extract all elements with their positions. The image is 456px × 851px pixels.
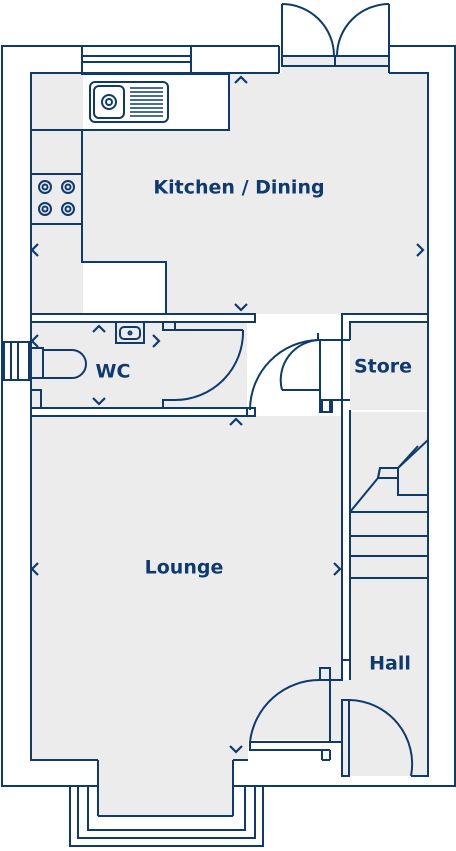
measurement-arrow-icon <box>234 303 248 312</box>
french-doors-icon <box>281 3 390 67</box>
basin-icon <box>115 321 145 344</box>
room-fills <box>31 56 428 816</box>
lounge-floor <box>31 416 342 816</box>
room-label-lounge: Lounge <box>144 556 224 579</box>
measurement-arrow-icon <box>416 243 425 257</box>
measurement-arrow-icon <box>333 562 342 576</box>
right-wall <box>343 45 456 787</box>
kitchen-left-floor <box>31 73 83 314</box>
toilet-icon <box>30 347 87 379</box>
measurement-arrow-icon <box>30 334 39 348</box>
measurement-arrow-icon <box>229 417 243 426</box>
room-label-hall: Hall <box>369 652 411 675</box>
left-wall <box>1 45 98 787</box>
store-door-swing-icon <box>279 339 321 391</box>
staircase-icon <box>349 439 429 579</box>
store-floor <box>350 322 428 410</box>
measurement-arrow-icon <box>30 562 39 576</box>
measurement-arrow-icon <box>92 397 106 406</box>
wc-door-swing-icon <box>174 329 245 401</box>
measurement-arrow-icon <box>229 745 243 754</box>
hall-floor <box>330 412 428 776</box>
measurement-arrow-icon <box>30 243 39 257</box>
hall-door-swing-icon <box>249 678 321 743</box>
wc-window-icon <box>3 341 30 381</box>
lounge-door-swing-icon <box>246 333 319 416</box>
measurement-arrow-icon <box>234 75 248 84</box>
hob-icon <box>30 173 83 225</box>
measurement-arrow-icon <box>152 334 161 348</box>
kitchen-floor <box>31 56 428 314</box>
bottom-wall-right <box>232 760 343 787</box>
measurement-arrows <box>30 75 425 754</box>
room-label-wc: WC <box>95 360 131 383</box>
front-door-swing-icon <box>341 699 414 777</box>
hall-walls <box>249 660 351 761</box>
kitchen-window-icon <box>81 45 192 74</box>
right-wall-inner <box>389 72 429 777</box>
kitchen-sink-icon <box>89 81 169 123</box>
room-label-store: Store <box>353 355 413 378</box>
room-label-kitchen-dining: Kitchen / Dining <box>153 176 325 199</box>
worktop-top <box>81 73 230 131</box>
measurement-arrow-icon <box>92 324 106 333</box>
worktop <box>31 129 167 314</box>
bay-window-icon <box>69 785 264 847</box>
